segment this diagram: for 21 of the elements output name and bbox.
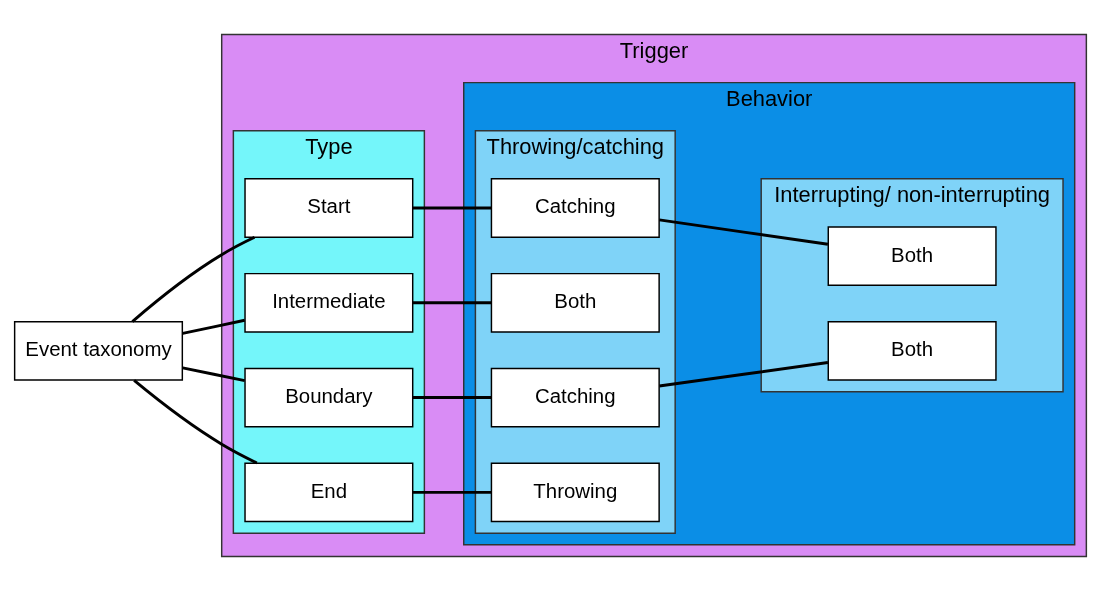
node-box: Both <box>827 225 997 286</box>
node-box: Start <box>244 177 414 238</box>
node-box: Event taxonomy <box>13 320 184 381</box>
connector <box>131 235 256 323</box>
connector <box>133 378 258 464</box>
connector <box>182 365 245 382</box>
connector <box>182 318 245 335</box>
connector <box>412 395 492 399</box>
node-box: Intermediate <box>244 272 414 333</box>
connector <box>412 206 492 209</box>
node-box: Both <box>827 320 997 381</box>
connector <box>659 360 829 387</box>
connector <box>659 217 829 246</box>
node-box: Both <box>490 272 660 333</box>
connector <box>412 300 492 304</box>
node-box: Catching <box>490 367 660 427</box>
node-box: Throwing <box>490 461 660 522</box>
connector <box>412 490 492 494</box>
node-box: End <box>244 461 414 522</box>
node-box: Catching <box>490 177 660 238</box>
node-box: Boundary <box>244 367 414 427</box>
